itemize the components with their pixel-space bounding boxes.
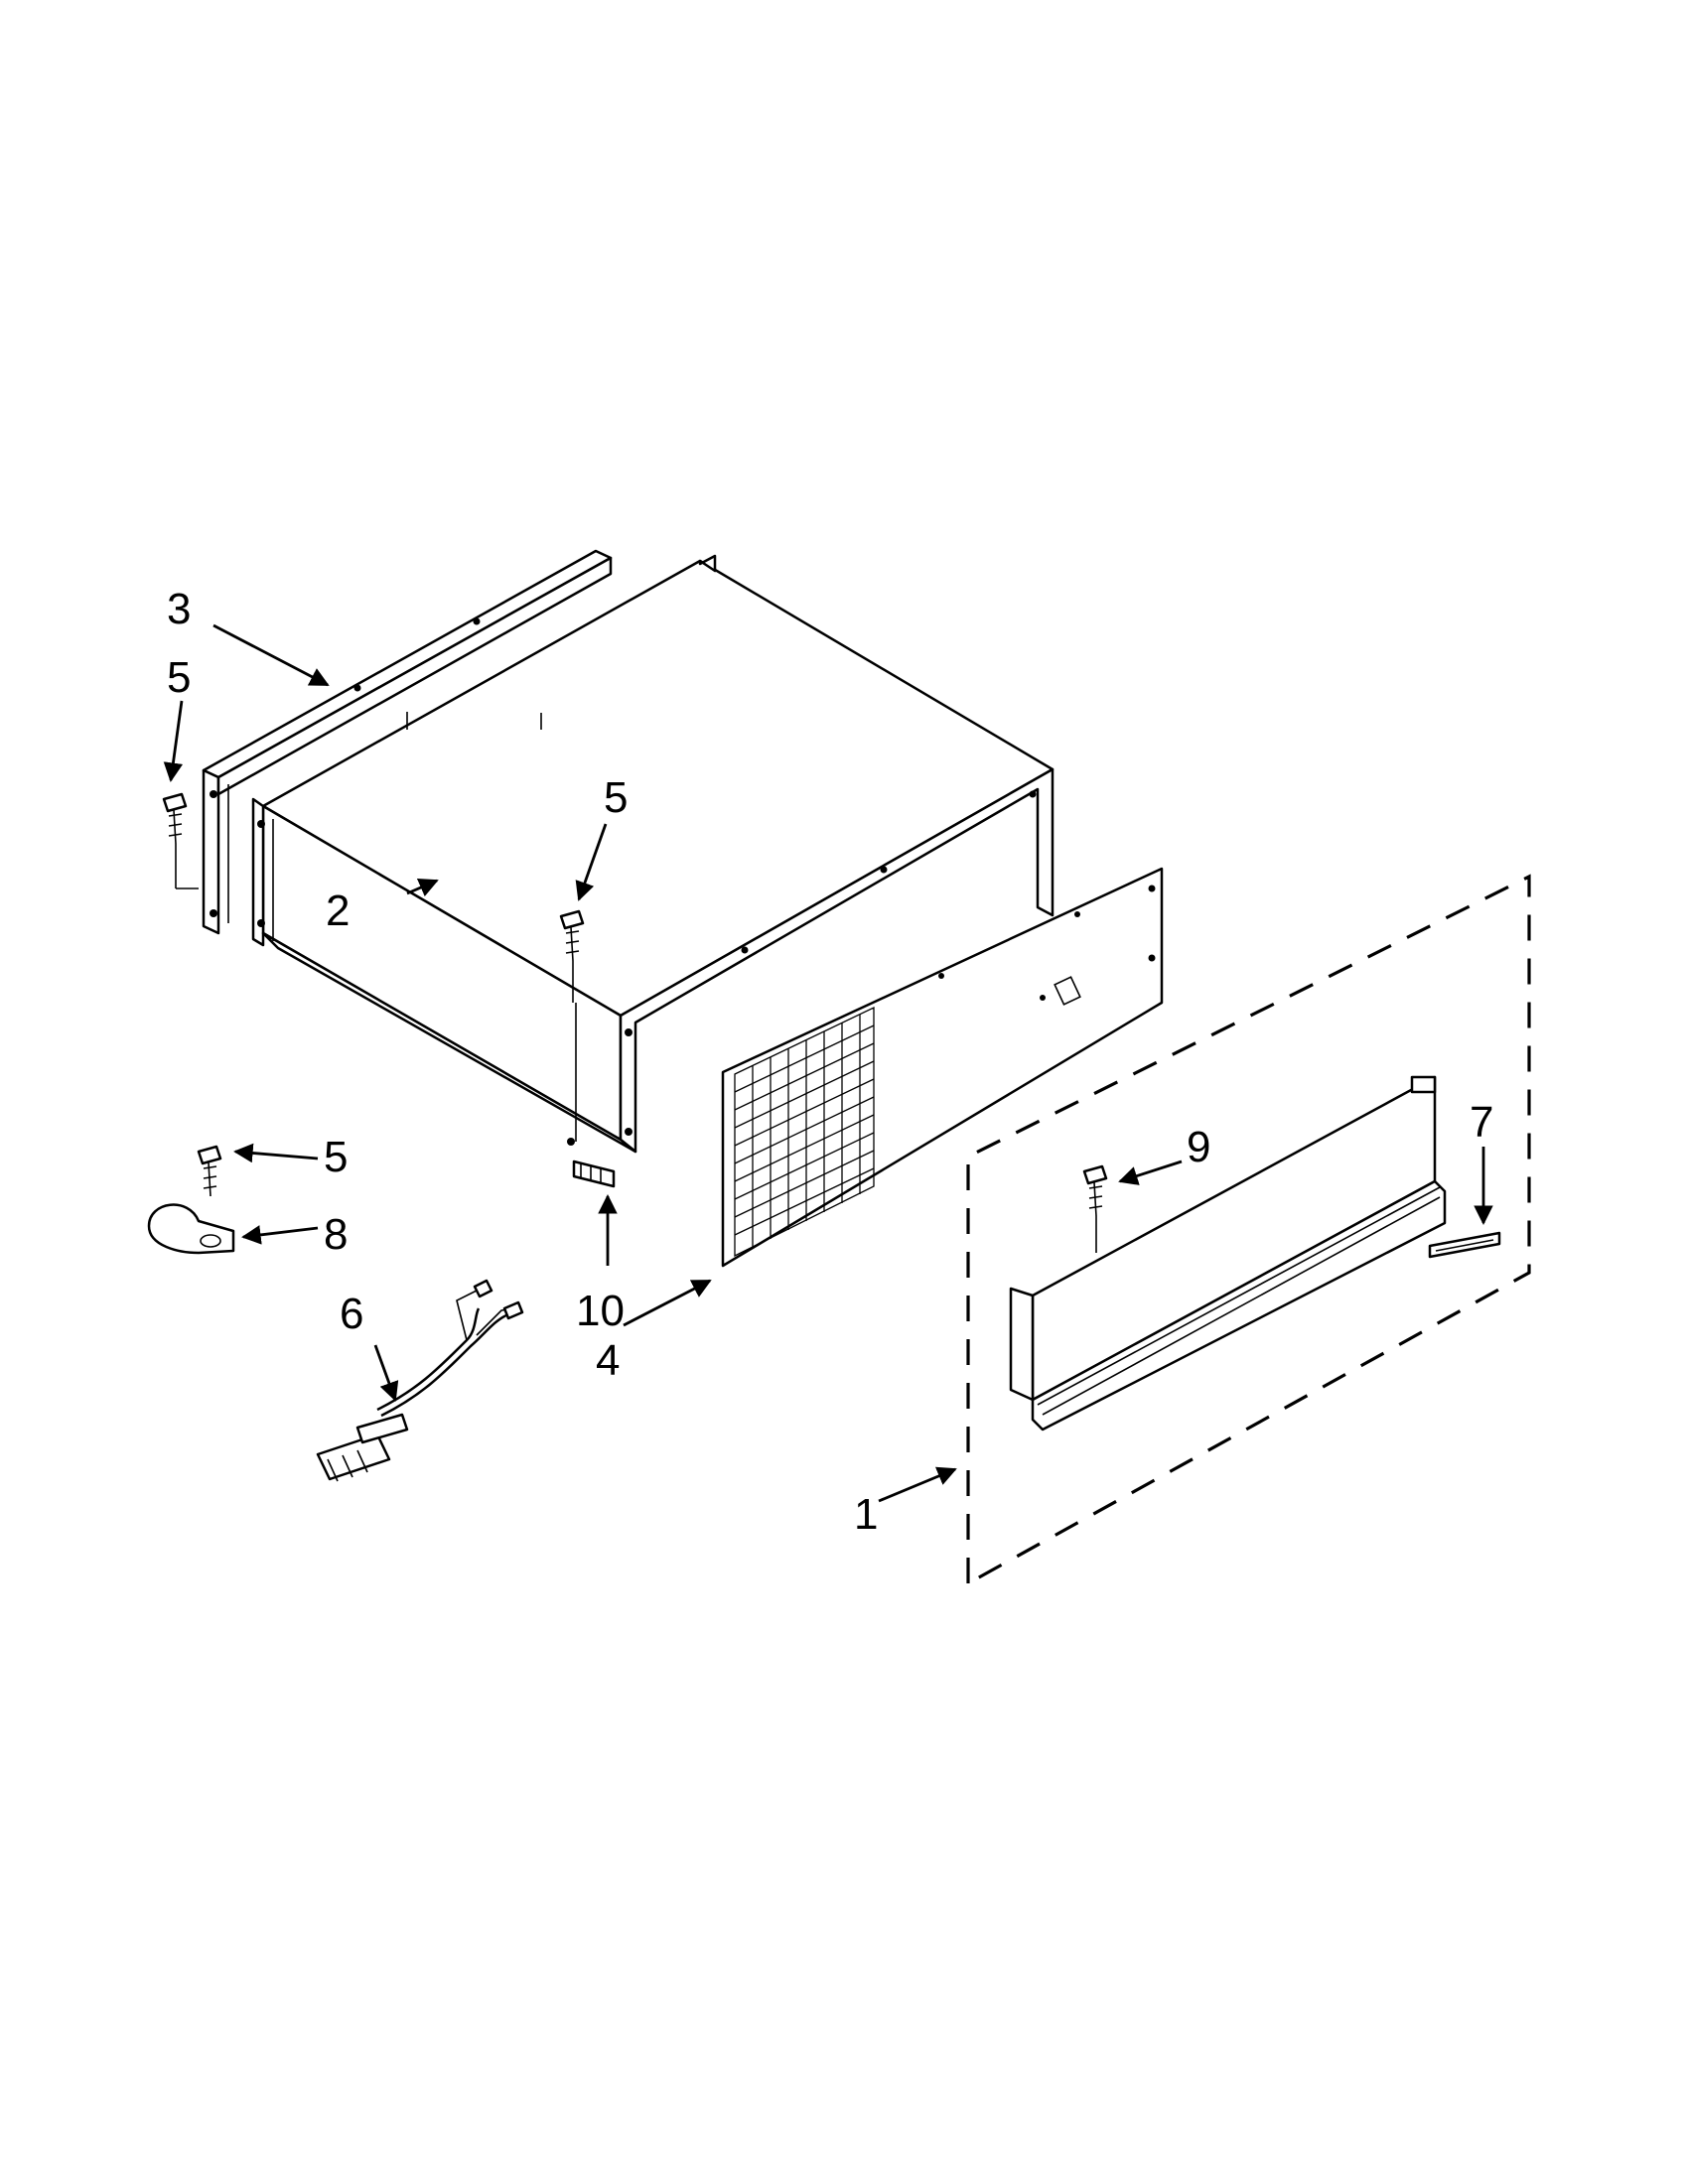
leader-2 bbox=[406, 879, 439, 897]
callout-5-top-left: 5 bbox=[167, 653, 191, 702]
leader-9 bbox=[1118, 1160, 1183, 1185]
callout-5-lower: 5 bbox=[324, 1133, 348, 1181]
leader-lines bbox=[163, 623, 1493, 1503]
leader-5-lower bbox=[233, 1143, 319, 1163]
part-8-clamp bbox=[147, 1203, 235, 1255]
leader-1 bbox=[878, 1466, 957, 1503]
part-10-clip bbox=[572, 1160, 616, 1188]
leader-8 bbox=[241, 1225, 319, 1245]
callout-4: 4 bbox=[596, 1336, 620, 1385]
callout-7: 7 bbox=[1470, 1098, 1493, 1147]
part-7-label bbox=[1428, 1231, 1501, 1259]
callout-2: 2 bbox=[326, 887, 350, 935]
callout-8: 8 bbox=[324, 1210, 348, 1259]
callout-5-center: 5 bbox=[604, 773, 628, 822]
part-4-front-panel bbox=[721, 867, 1164, 1268]
part-6-wire-harness bbox=[316, 1279, 524, 1482]
leader-5-top-left bbox=[163, 700, 184, 782]
callout-1: 1 bbox=[854, 1490, 878, 1539]
callout-10: 10 bbox=[576, 1287, 625, 1335]
part-9-screw bbox=[1082, 1164, 1108, 1253]
part-3-side-rail bbox=[202, 549, 613, 935]
leader-4 bbox=[623, 1279, 712, 1327]
callout-9: 9 bbox=[1187, 1123, 1210, 1171]
part-5-screw-lower bbox=[197, 1145, 222, 1197]
part-1-toe-kick-assembly bbox=[966, 874, 1531, 1585]
part-2-cabinet bbox=[251, 554, 1055, 1154]
leader-3 bbox=[212, 623, 330, 687]
callout-6: 6 bbox=[340, 1290, 363, 1338]
leader-6 bbox=[373, 1344, 399, 1402]
part-5-screw-center bbox=[559, 909, 585, 1003]
callout-labels: 3 5 5 2 5 8 6 10 4 9 7 1 bbox=[167, 585, 1493, 1539]
callout-3: 3 bbox=[167, 585, 191, 633]
leader-5-center bbox=[575, 823, 608, 901]
part-5-screw-top-left bbox=[162, 792, 199, 889]
